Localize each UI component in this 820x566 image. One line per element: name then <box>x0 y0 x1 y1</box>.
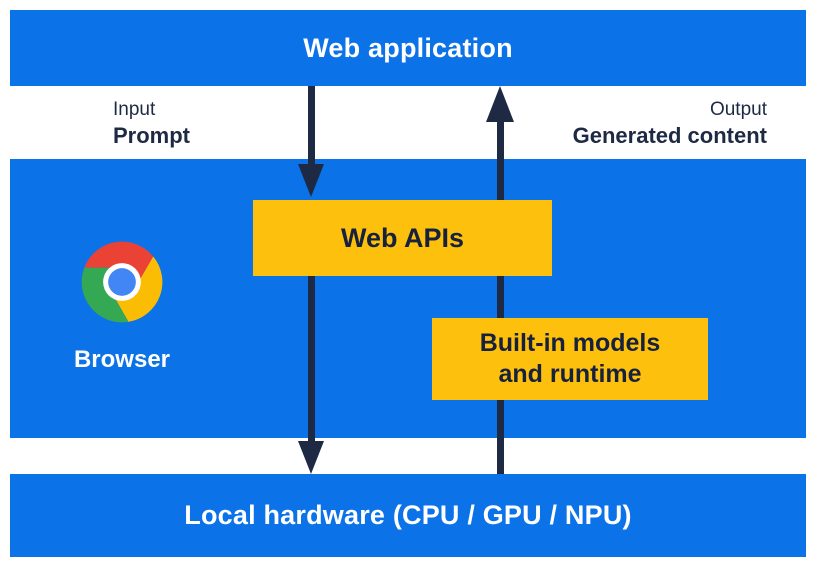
chrome-logo-icon <box>81 241 163 323</box>
local-hardware-layer: Local hardware (CPU / GPU / NPU) <box>10 474 806 557</box>
builtin-models-label-line2: and runtime <box>498 360 642 388</box>
output-value: Generated content <box>572 123 767 148</box>
output-label: Output <box>709 99 767 120</box>
input-label: Input <box>113 99 156 120</box>
web-apis-box: Web APIs <box>253 200 552 276</box>
arrow-down-icon <box>308 276 315 442</box>
local-hardware-label: Local hardware (CPU / GPU / NPU) <box>184 500 632 530</box>
arrow-down-icon <box>308 86 315 165</box>
web-apis-label: Web APIs <box>340 222 465 253</box>
web-application-layer: Web application <box>10 10 806 86</box>
browser-label: Browser <box>73 346 171 373</box>
builtin-models-label-line1: Built-in models <box>479 329 661 357</box>
arrow-up-head-icon <box>486 86 514 122</box>
input-value: Prompt <box>113 123 190 148</box>
web-application-label: Web application <box>303 32 513 63</box>
arrow-up-icon <box>497 120 504 474</box>
builtin-models-box: Built-in models and runtime <box>432 318 708 400</box>
arrow-down-head-icon <box>298 164 324 197</box>
input-annotation: Input Prompt <box>113 97 190 150</box>
output-annotation: Output Generated content <box>573 97 767 150</box>
arrow-down-head-icon <box>298 441 324 474</box>
